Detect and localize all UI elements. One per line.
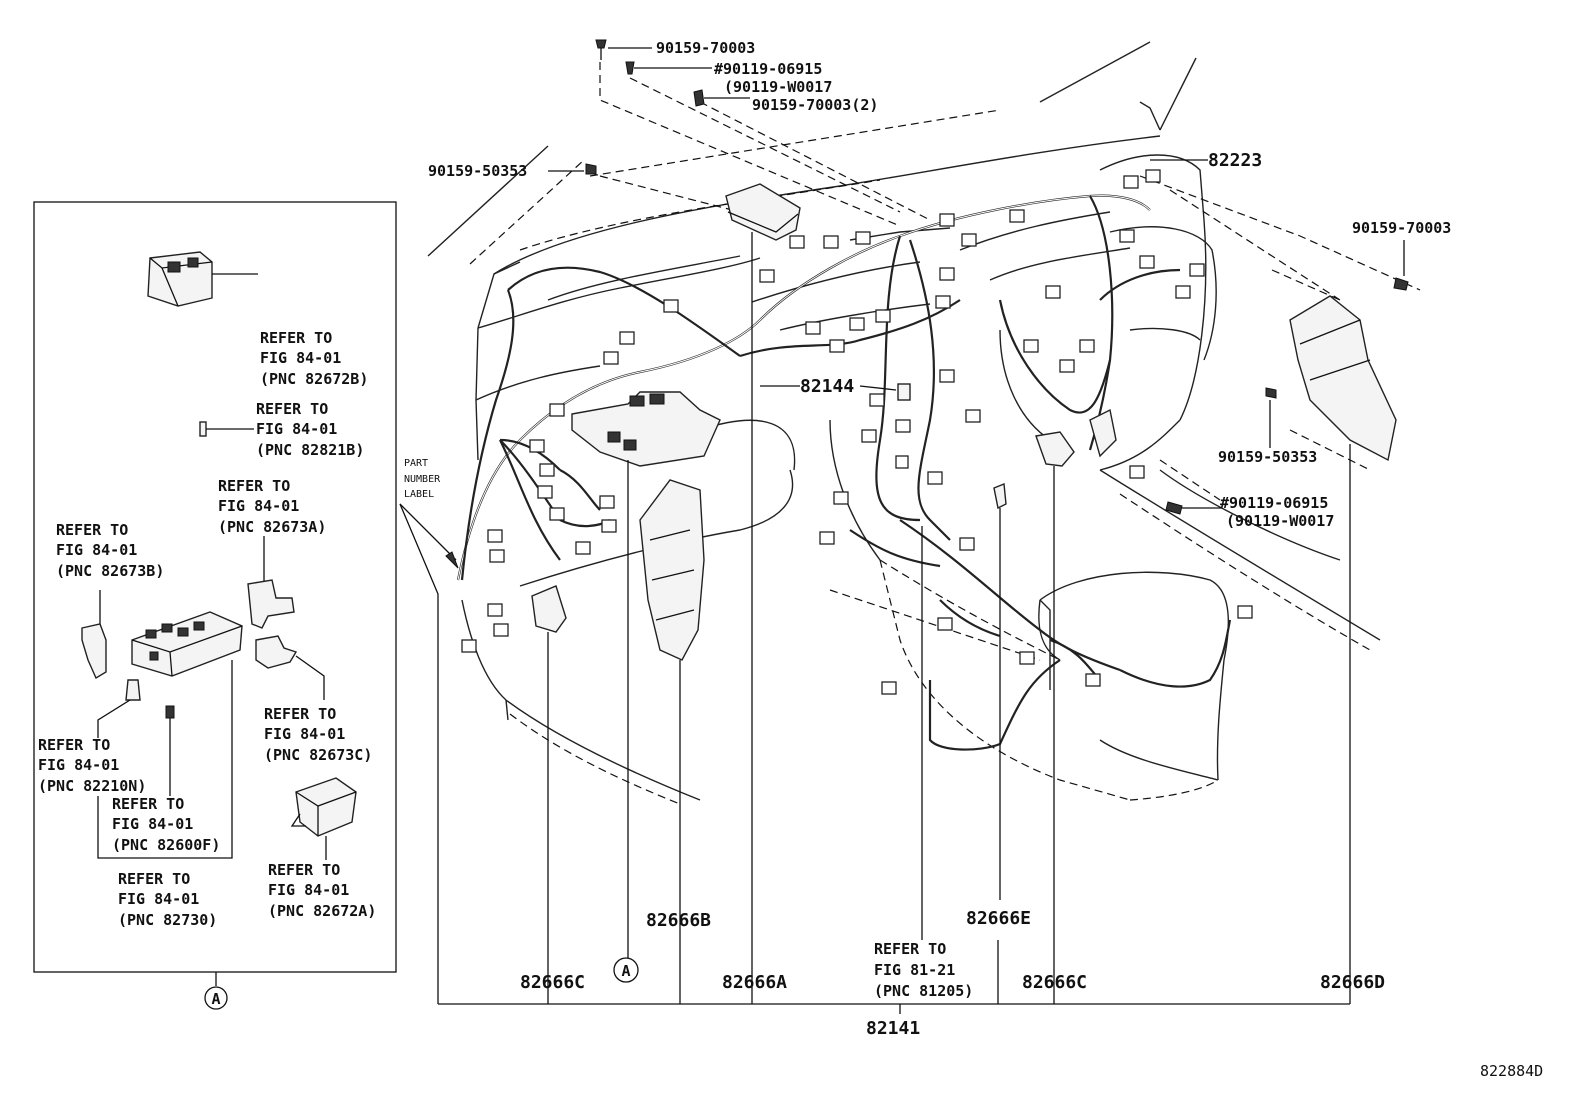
label-hash2-a: #90119-06915 bbox=[1220, 494, 1328, 512]
connectors bbox=[461, 169, 1253, 695]
label-82666a: 82666A bbox=[722, 972, 787, 993]
bolt-right-icon bbox=[1165, 501, 1183, 515]
ref-82672a-l3: (PNC 82672A) bbox=[268, 902, 376, 920]
screw-left-icon bbox=[585, 163, 597, 175]
junction-block-icon bbox=[131, 611, 243, 677]
label-82666c-right: 82666C bbox=[1022, 972, 1087, 993]
clip-icon bbox=[165, 705, 175, 719]
ref-82672a-l2: FIG 84-01 bbox=[268, 881, 349, 899]
inset-frame bbox=[33, 201, 397, 973]
marker-a-circle bbox=[613, 957, 639, 983]
clamp-82666c-right-icon bbox=[1035, 431, 1075, 467]
bracket-82673c-icon bbox=[255, 635, 298, 669]
bracket-82666d-icon bbox=[1289, 295, 1397, 462]
dashboard-body-outline bbox=[427, 41, 1421, 805]
label-hash2-b: (90119-W0017 bbox=[1226, 512, 1334, 530]
ref-82673a-l1: REFER TO bbox=[218, 477, 290, 495]
ref-82673c-l2: FIG 84-01 bbox=[264, 725, 345, 743]
inset-marker: A bbox=[211, 990, 220, 1008]
ref-82730-l2: FIG 84-01 bbox=[118, 890, 199, 908]
bracket-82673a-icon bbox=[247, 579, 295, 629]
relay-82672a-icon bbox=[290, 777, 357, 837]
label-part-1: PART bbox=[404, 458, 428, 469]
wire-harness bbox=[456, 194, 1232, 751]
label-82223: 82223 bbox=[1208, 150, 1262, 171]
ref-82730-l1: REFER TO bbox=[118, 870, 190, 888]
label-82666d: 82666D bbox=[1320, 972, 1385, 993]
ref-82673a-l2: FIG 84-01 bbox=[218, 497, 299, 515]
detail-inset-a: REFER TO FIG 84-01 (PNC 82672B) REFER TO… bbox=[33, 201, 397, 1010]
ref-82672a-l1: REFER TO bbox=[268, 861, 340, 879]
ref-82821b-l2: FIG 84-01 bbox=[256, 420, 337, 438]
label-82666b: 82666B bbox=[646, 910, 711, 931]
label-82144: 82144 bbox=[800, 376, 854, 397]
marker-a: A bbox=[621, 962, 630, 980]
ref-81-l1: REFER TO bbox=[874, 940, 946, 958]
ref-82673b-l3: (PNC 82673B) bbox=[56, 562, 164, 580]
label-screw-left: 90159-50353 bbox=[428, 162, 527, 180]
pin-icon bbox=[199, 421, 207, 437]
ref-82600f-l3: (PNC 82600F) bbox=[112, 836, 220, 854]
leader-lines bbox=[399, 47, 1405, 1014]
ref-82210n-l3: (PNC 82210N) bbox=[38, 777, 146, 795]
ref-82210n-l1: REFER TO bbox=[38, 736, 110, 754]
components bbox=[531, 183, 1397, 661]
clip-82666e-icon bbox=[993, 483, 1007, 510]
ref-82600f-l2: FIG 84-01 bbox=[112, 815, 193, 833]
screw-right-icon bbox=[1393, 277, 1409, 291]
inset-marker-circle bbox=[204, 986, 228, 1010]
ref-82821b-l1: REFER TO bbox=[256, 400, 328, 418]
ref-82673b-l1: REFER TO bbox=[56, 521, 128, 539]
ref-82730-l3: (PNC 82730) bbox=[118, 911, 217, 929]
junction-block-main-icon bbox=[571, 391, 721, 467]
relay-block-icon bbox=[147, 251, 213, 307]
bracket-82666b-icon bbox=[639, 479, 705, 661]
bolt-icon bbox=[625, 61, 635, 75]
bracket-82673b-icon bbox=[81, 623, 107, 680]
label-82666c-left: 82666C bbox=[520, 972, 585, 993]
ecu-module-icon bbox=[725, 183, 801, 241]
label-part-2: NUMBER bbox=[404, 474, 441, 485]
ref-82673c-l1: REFER TO bbox=[264, 705, 336, 723]
label-screw-top2: 90159-70003(2) bbox=[752, 96, 878, 114]
label-hash1-b: (90119-W0017 bbox=[724, 78, 832, 96]
label-hash1-a: #90119-06915 bbox=[714, 60, 822, 78]
part-labels: 90159-70003 #90119-06915 (90119-W0017 90… bbox=[404, 39, 1543, 1080]
ref-81-l3: (PNC 81205) bbox=[874, 982, 973, 1000]
ref-82673a-l3: (PNC 82673A) bbox=[218, 518, 326, 536]
clip-82144-icon bbox=[897, 383, 911, 401]
label-screw-right: 90159-70003 bbox=[1352, 219, 1451, 237]
clamp-82666c-left-icon bbox=[531, 585, 567, 633]
label-part-3: LABEL bbox=[404, 489, 434, 500]
fuse-icon bbox=[125, 679, 141, 701]
ref-82210n-l2: FIG 84-01 bbox=[38, 756, 119, 774]
ref-82672b-l3: (PNC 82672B) bbox=[260, 370, 368, 388]
ref-82672b-l1: REFER TO bbox=[260, 329, 332, 347]
ref-82821b-l3: (PNC 82821B) bbox=[256, 441, 364, 459]
ref-82673c-l3: (PNC 82673C) bbox=[264, 746, 372, 764]
ref-82672b-l2: FIG 84-01 bbox=[260, 349, 341, 367]
fasteners bbox=[585, 39, 1409, 515]
label-screw-top: 90159-70003 bbox=[656, 39, 755, 57]
label-screw-right2: 90159-50353 bbox=[1218, 448, 1317, 466]
ref-81-l2: FIG 81-21 bbox=[874, 961, 955, 979]
drawing-id: 822884D bbox=[1480, 1062, 1543, 1080]
screw-icon bbox=[595, 39, 607, 49]
screw-right2-icon bbox=[1265, 387, 1277, 399]
label-82666e: 82666E bbox=[966, 908, 1031, 929]
bolt-icon-2 bbox=[693, 89, 705, 107]
ref-82600f-l1: REFER TO bbox=[112, 795, 184, 813]
ref-82673b-l2: FIG 84-01 bbox=[56, 541, 137, 559]
label-82141: 82141 bbox=[866, 1018, 920, 1039]
